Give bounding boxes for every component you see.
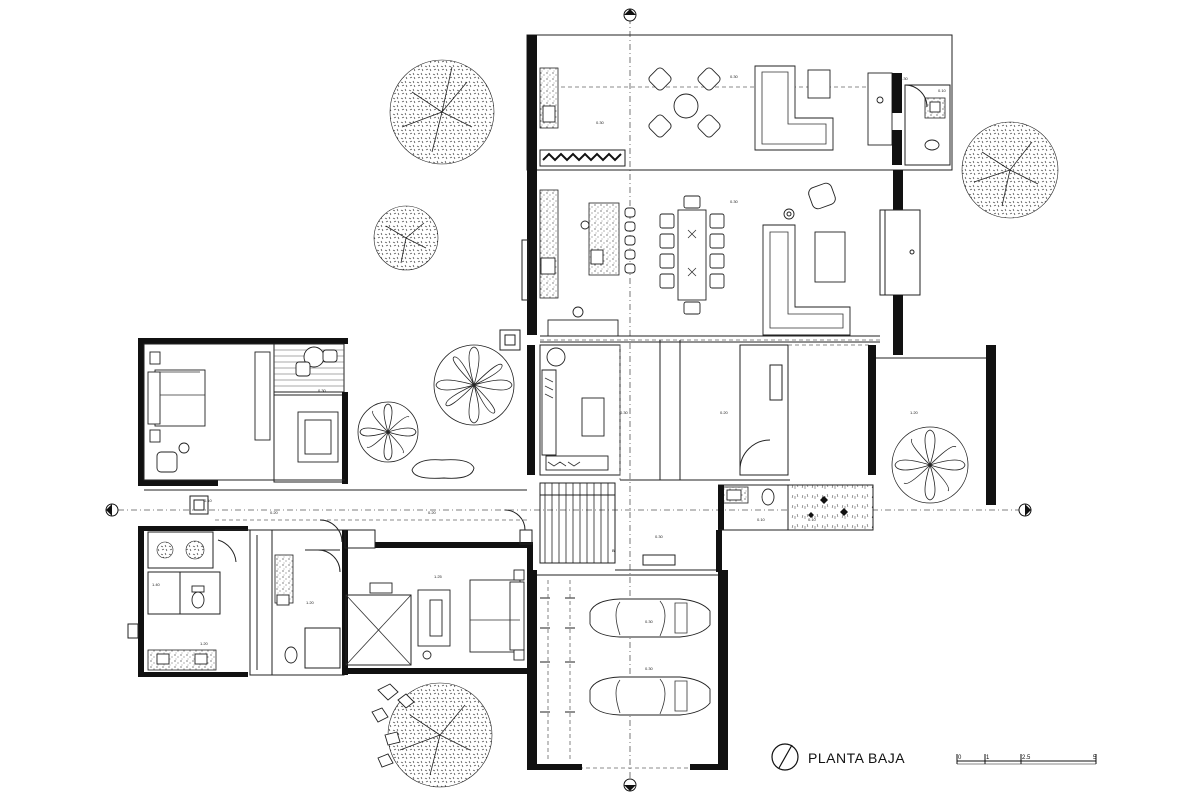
level-label: 0.10 bbox=[808, 517, 817, 522]
section-marker-right bbox=[1018, 503, 1032, 517]
level-label: 0.20 bbox=[270, 510, 279, 515]
level-label: 0.10 bbox=[757, 517, 766, 522]
tree-mid-left bbox=[373, 205, 439, 271]
level-label: 0.30 bbox=[645, 666, 654, 671]
section-marker-top bbox=[623, 8, 637, 22]
top-wing bbox=[526, 34, 953, 335]
level-label: 1.25 bbox=[434, 574, 443, 579]
main-living bbox=[521, 170, 921, 355]
island-stools bbox=[624, 207, 636, 274]
level-label: 1.20 bbox=[306, 600, 315, 605]
level-label: 0.20 bbox=[720, 410, 729, 415]
level-label: 0.30 bbox=[596, 120, 605, 125]
level-label: 0.30 bbox=[655, 534, 664, 539]
column-detail bbox=[499, 329, 521, 351]
level-label: 1.20 bbox=[910, 410, 919, 415]
title-block: PLANTA BAJA bbox=[771, 743, 905, 771]
level-label: 0.30 bbox=[730, 199, 739, 204]
garage bbox=[527, 570, 728, 770]
planter bbox=[787, 484, 874, 531]
section-marker-left bbox=[105, 503, 119, 517]
master-bedroom bbox=[138, 338, 348, 486]
scale-label: 2.5 bbox=[1022, 755, 1031, 761]
axis-lines bbox=[118, 18, 1020, 785]
level-label: 0.30 bbox=[318, 388, 327, 393]
tree-right-top bbox=[961, 121, 1059, 219]
dining-chairs bbox=[659, 195, 725, 315]
level-label: 0.10 bbox=[938, 88, 947, 93]
level-label: 1.20 bbox=[200, 641, 209, 646]
scale-label: 1 bbox=[986, 755, 990, 761]
left-lower-rooms bbox=[127, 526, 348, 677]
scale-label: 0 bbox=[958, 755, 962, 761]
tree-top-left bbox=[389, 59, 495, 165]
level-label: 0.20 bbox=[428, 510, 437, 515]
level-label: 1.40 bbox=[152, 582, 161, 587]
car-2 bbox=[589, 676, 711, 716]
scale-bar: 0 1 2.5 5 bbox=[956, 754, 1097, 765]
level-label: 0.30 bbox=[620, 410, 629, 415]
stair: B bbox=[539, 482, 616, 564]
level-label: 0.10 bbox=[204, 498, 213, 503]
tree-bottom-left bbox=[371, 682, 493, 788]
level-labels: 0.30 0.30 0.30 0.30 0.20 1.20 0.30 0.20 … bbox=[152, 74, 947, 671]
scale-label: 5 bbox=[1093, 755, 1097, 761]
level-label: 0.30 bbox=[730, 74, 739, 79]
section-marker-bottom bbox=[623, 778, 637, 792]
drawing-title: PLANTA BAJA bbox=[808, 750, 905, 766]
secondary-bedroom bbox=[344, 542, 533, 674]
stair-section-label: B bbox=[612, 548, 615, 553]
family-room bbox=[527, 340, 996, 505]
stepping-stone bbox=[411, 459, 475, 479]
car-1 bbox=[589, 598, 711, 638]
tree-flower-2 bbox=[357, 401, 419, 463]
level-label: 0.30 bbox=[900, 76, 909, 81]
tree-right-porch bbox=[891, 426, 969, 504]
tree-flower-1 bbox=[433, 344, 515, 426]
level-label: 0.30 bbox=[645, 619, 654, 624]
